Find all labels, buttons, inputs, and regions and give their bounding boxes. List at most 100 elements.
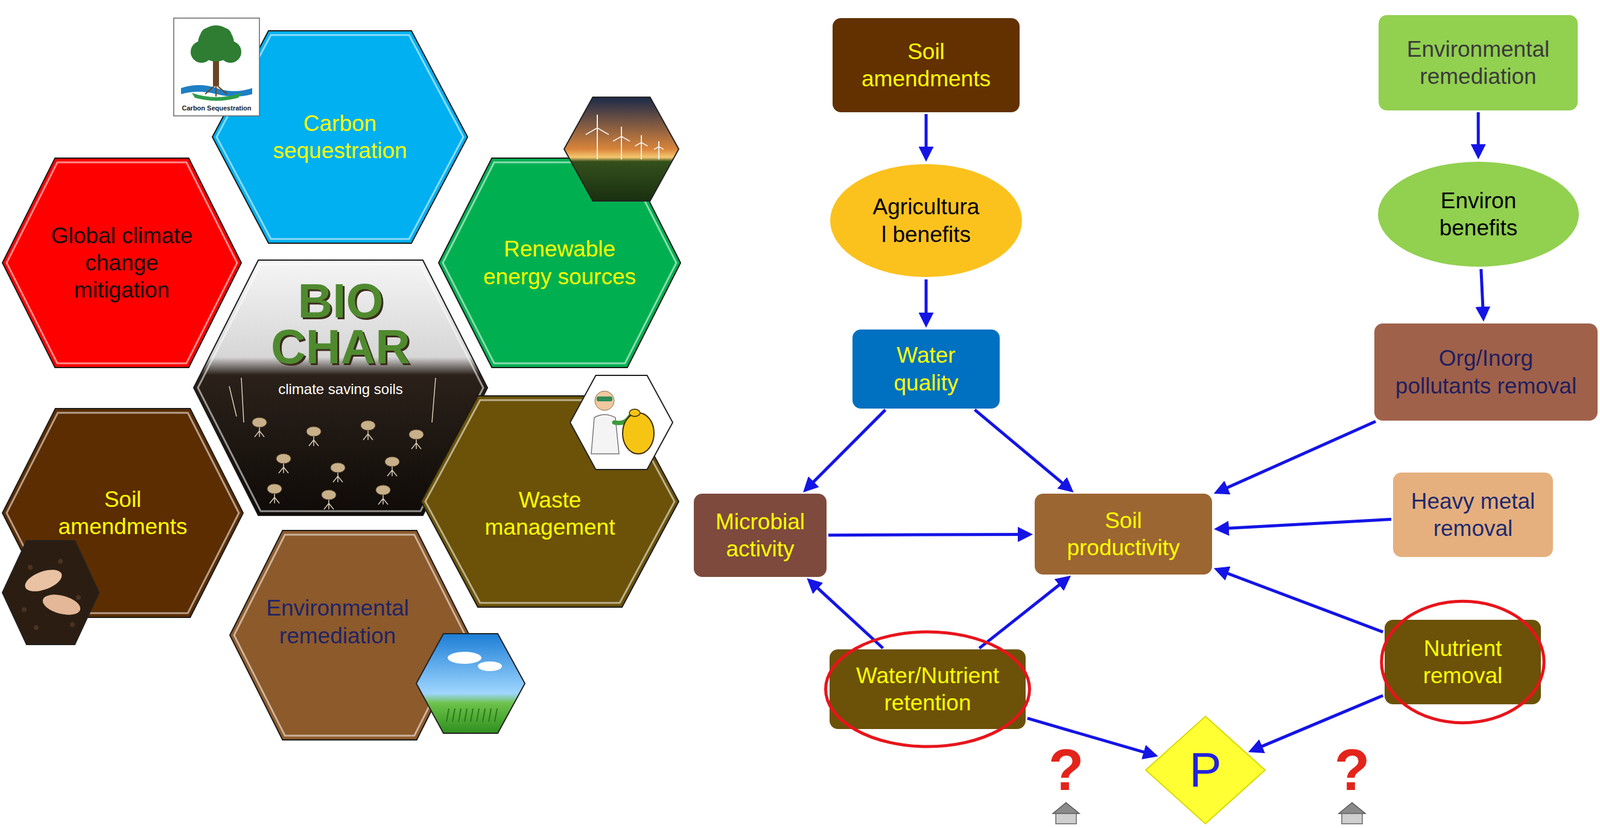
node-label: Waste management (465, 486, 635, 541)
benefit-hexagon: Renewable energy sources (438, 158, 681, 368)
node-outline (829, 163, 1023, 278)
house-roof (1338, 802, 1366, 814)
node-outline (212, 30, 468, 244)
node-content: Nutrient removal (1384, 619, 1541, 705)
photo-hexagon (2, 540, 99, 645)
connector-arrow (979, 578, 1068, 648)
node-label: Agricultura l benefits (869, 193, 983, 248)
hexagon-highlight (6, 162, 238, 364)
house-wall (1341, 813, 1363, 824)
node-label: Environmental remediation (1390, 35, 1566, 90)
node-outline (829, 649, 1026, 729)
soil-grain (69, 622, 75, 627)
benefit-ellipse: Agricultura l benefits (829, 163, 1023, 278)
box-shape (1034, 493, 1213, 575)
biochar-illustration (229, 377, 436, 510)
benefit-hexagon: Environmental remediation (229, 530, 470, 740)
wind-turbine (635, 135, 648, 160)
node-outline (693, 493, 827, 577)
node-content: Agricultura l benefits (829, 163, 1023, 278)
worker-icon (570, 375, 673, 470)
tree-roots (205, 84, 227, 97)
house-icon (1052, 802, 1080, 824)
node-content: Water quality (852, 329, 1000, 409)
process-box: Org/Inorg pollutants removal (1374, 323, 1598, 421)
box-shape (829, 649, 1026, 729)
process-box: Nutrient removal (1384, 619, 1541, 705)
node-label: climate saving soils (278, 380, 404, 399)
node-content: Environmental remediation (217, 517, 458, 727)
decision-diamond: P (1145, 715, 1266, 825)
process-box: Water quality (852, 329, 1000, 409)
question-mark: ? (1038, 740, 1094, 799)
wind-turbine (585, 114, 609, 160)
hand-shape (40, 590, 83, 619)
water-shape (180, 85, 253, 97)
biochar-seed (267, 483, 282, 494)
node-content: Water/Nutrient retention (829, 649, 1026, 729)
node-label: Environ benefits (1418, 187, 1540, 242)
node-label: Heavy metal removal (1406, 487, 1540, 542)
biochar-seed (360, 420, 376, 431)
connector-arrow (924, 114, 928, 157)
node-content: Soil amendments (832, 18, 1020, 113)
node-label: Soil amendments (47, 485, 199, 540)
soil-grain (33, 625, 39, 630)
grass-blades (446, 708, 498, 722)
node-content: Environmental remediation (1378, 15, 1578, 111)
connector-arrow (1476, 112, 1480, 155)
node-label: Water quality (871, 341, 981, 396)
node-label: P (1189, 745, 1222, 794)
biochar-seed (276, 453, 291, 464)
category-box: Soil amendments (832, 18, 1020, 113)
sky-icon (416, 633, 525, 734)
node-content: Microbial activity (693, 493, 827, 577)
ellipse-shape (1377, 161, 1579, 267)
photo-hexagon (570, 375, 673, 470)
node-content: Renewable energy sources (438, 158, 681, 368)
biochar-seed (409, 429, 424, 440)
benefit-hexagon: Global climate change mitigation (2, 158, 242, 368)
worker-head (594, 390, 615, 411)
node-content: Global climate change mitigation (2, 158, 242, 368)
diamond-shape (1145, 716, 1266, 824)
biochar-seed (252, 417, 267, 428)
hexagon-shape (421, 395, 679, 607)
node-label: Soil productivity (1057, 506, 1190, 562)
soil-grain (21, 606, 27, 612)
hand-shape (22, 565, 65, 596)
connector-arrow (806, 409, 886, 489)
wind-turbine (612, 126, 630, 160)
box-shape (1374, 323, 1598, 421)
root-lines (229, 377, 436, 510)
node-label: Global climate change mitigation (46, 222, 198, 304)
node-outline (1378, 15, 1578, 111)
house-roof (1052, 802, 1080, 814)
benefit-ellipse: Environ benefits (1377, 161, 1580, 268)
highlight-ring (825, 631, 1030, 747)
biochar-seed (375, 485, 391, 495)
connector-arrow (810, 580, 883, 648)
question-mark: ? (1324, 740, 1380, 799)
connector-arrow (1218, 569, 1383, 632)
hexagon-highlight (6, 412, 239, 613)
node-content: Org/Inorg pollutants removal (1374, 323, 1598, 421)
box-shape (1378, 15, 1578, 111)
process-box: Microbial activity (693, 493, 827, 577)
tree-crown (200, 27, 218, 45)
icon-caption: Carbon Sequestration (174, 104, 259, 112)
node-content: Carbon sequestration (212, 30, 468, 244)
biochar-seed (384, 456, 400, 467)
category-box: Environmental remediation (1378, 15, 1578, 111)
node-outline (1393, 472, 1553, 557)
benefit-hexagon: Waste management (421, 395, 679, 607)
house-wall (1055, 813, 1077, 824)
node-outline (1374, 323, 1598, 421)
cloud (477, 661, 502, 671)
hexagon-highlight (425, 400, 675, 603)
biochar-seed (330, 462, 346, 473)
node-content: Soil amendments (2, 408, 244, 618)
soil-grain (76, 594, 81, 600)
benefit-hexagon: Soil amendments (2, 408, 244, 618)
